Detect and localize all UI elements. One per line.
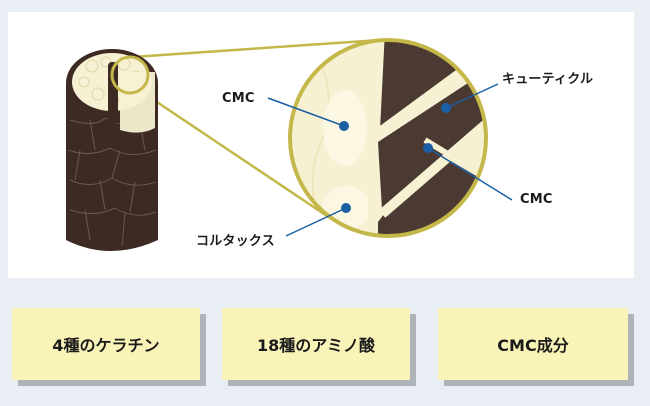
- zoom-connector-lines: [117, 38, 381, 220]
- marker-cortex: [341, 203, 351, 213]
- box-cmc-component: CMC成分: [438, 308, 628, 380]
- label-cortex: コルタックス: [196, 234, 275, 249]
- label-cmc-left: CMC: [222, 91, 255, 106]
- pointer-markers: [339, 103, 451, 213]
- hair-structure-diagram: [66, 38, 513, 251]
- marker-cmc-left: [339, 121, 349, 131]
- box-keratin: 4種のケラチン: [12, 308, 200, 380]
- zoom-source-circle: [110, 55, 150, 95]
- marker-cmc-right: [423, 143, 433, 153]
- pointer-lines: [267, 83, 513, 237]
- label-cmc-right: CMC: [520, 192, 553, 207]
- label-cuticle: キューティクル: [502, 72, 594, 87]
- hair-strand: [66, 49, 158, 251]
- marker-cuticle: [441, 103, 451, 113]
- box-amino-acids: 18種のアミノ酸: [222, 308, 410, 380]
- magnified-view: [288, 38, 488, 238]
